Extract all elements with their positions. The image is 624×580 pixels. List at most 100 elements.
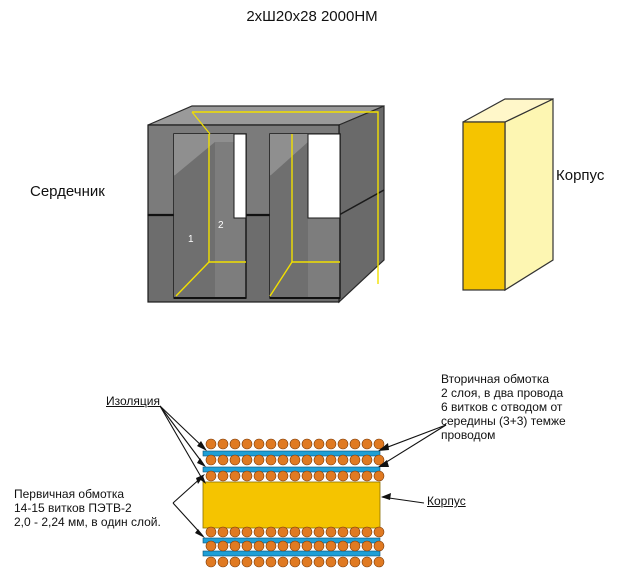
- primary-line: 2,0 - 2,24 мм, в один слой.: [14, 515, 161, 529]
- wire-turn: [217, 556, 229, 568]
- wire-turn: [325, 526, 337, 538]
- wire-turn: [229, 438, 241, 450]
- winding-cross-section: [159, 405, 447, 568]
- wire-turn: [361, 454, 373, 466]
- secondary-line: середины (3+3) темже: [441, 414, 566, 428]
- wire-turn: [373, 454, 385, 466]
- wire-turn: [265, 540, 277, 552]
- wire-turn: [373, 526, 385, 538]
- wire-turn: [313, 454, 325, 466]
- wire-turn: [241, 556, 253, 568]
- wire-turn: [205, 540, 217, 552]
- wire-turn: [253, 438, 265, 450]
- wire-turn: [301, 454, 313, 466]
- wire-turn: [349, 556, 361, 568]
- wire-turn: [325, 454, 337, 466]
- wire-turn: [229, 526, 241, 538]
- wire-turn: [217, 438, 229, 450]
- wire-turn: [373, 470, 385, 482]
- wire-turn: [361, 438, 373, 450]
- wire-turn: [325, 470, 337, 482]
- wire-turn: [277, 556, 289, 568]
- wire-turn: [277, 470, 289, 482]
- wire-turn: [301, 556, 313, 568]
- wire-turn: [205, 454, 217, 466]
- core-label: Сердечник: [30, 183, 105, 200]
- wire-turn: [229, 454, 241, 466]
- wire-turn: [217, 470, 229, 482]
- secondary-line: проводом: [441, 428, 496, 442]
- wire-turn: [277, 540, 289, 552]
- wire-turn: [265, 454, 277, 466]
- wire-turn: [253, 556, 265, 568]
- wire-turn: [217, 454, 229, 466]
- wire-turn: [349, 470, 361, 482]
- wire-turn: [337, 556, 349, 568]
- wire-turn: [205, 556, 217, 568]
- wire-turn: [217, 540, 229, 552]
- wire-turn: [337, 540, 349, 552]
- wire-turn: [265, 526, 277, 538]
- wire-turn: [313, 540, 325, 552]
- wire-turn: [325, 438, 337, 450]
- primary-line: Первичная обмотка: [14, 487, 125, 501]
- bobbin-case: [462, 98, 554, 292]
- insulation-label: Изоляция: [106, 394, 160, 408]
- winding-wires: [205, 438, 385, 568]
- wire-turn: [229, 556, 241, 568]
- wire-turn: [277, 438, 289, 450]
- wire-turn: [301, 540, 313, 552]
- secondary-line: 6 витков с отводом от: [441, 400, 563, 414]
- core-mark-1: 1: [188, 234, 194, 245]
- wire-turn: [217, 526, 229, 538]
- wire-turn: [325, 540, 337, 552]
- wire-turn: [253, 470, 265, 482]
- wire-turn: [349, 526, 361, 538]
- wire-turn: [241, 470, 253, 482]
- arrow-heads: [195, 441, 391, 538]
- wire-turn: [301, 438, 313, 450]
- wire-turn: [349, 540, 361, 552]
- wire-turn: [277, 526, 289, 538]
- wire-turn: [301, 470, 313, 482]
- wire-turn: [325, 556, 337, 568]
- wire-turn: [313, 526, 325, 538]
- wire-turn: [349, 454, 361, 466]
- primary-line: 14-15 витков ПЭТВ-2: [14, 501, 132, 515]
- wire-turn: [373, 438, 385, 450]
- wire-turn: [205, 526, 217, 538]
- wire-turn: [277, 454, 289, 466]
- wire-turn: [241, 526, 253, 538]
- wire-turn: [289, 470, 301, 482]
- wire-turn: [373, 540, 385, 552]
- wire-turn: [205, 470, 217, 482]
- core-window-right: [269, 133, 341, 299]
- wire-turn: [289, 454, 301, 466]
- core-mark-2: 2: [218, 220, 224, 231]
- secondary-line: Вторичная обмотка: [441, 372, 550, 386]
- wire-turn: [349, 438, 361, 450]
- wire-turn: [265, 438, 277, 450]
- wire-turn: [265, 556, 277, 568]
- secondary-line: 2 слоя, в два провода: [441, 386, 564, 400]
- wire-turn: [301, 526, 313, 538]
- winding-bobbin: [202, 481, 381, 529]
- winding-case-label: Корпус: [427, 494, 466, 508]
- wire-turn: [361, 470, 373, 482]
- wire-turn: [361, 526, 373, 538]
- core-right-face: [338, 105, 385, 304]
- wire-turn: [337, 470, 349, 482]
- wire-turn: [205, 438, 217, 450]
- diagram-title: 2хШ20х28 2000НМ: [246, 8, 378, 25]
- case-label: Корпус: [556, 167, 605, 184]
- wire-turn: [253, 454, 265, 466]
- insulation-layer-2: [202, 466, 381, 473]
- wire-turn: [337, 438, 349, 450]
- wire-turn: [241, 438, 253, 450]
- primary-winding-note: Первичная обмотка 14-15 витков ПЭТВ-2 2,…: [14, 487, 161, 529]
- wire-turn: [253, 540, 265, 552]
- wire-turn: [241, 454, 253, 466]
- wire-turn: [373, 556, 385, 568]
- insulation-layer-4: [202, 550, 381, 557]
- wire-turn: [229, 470, 241, 482]
